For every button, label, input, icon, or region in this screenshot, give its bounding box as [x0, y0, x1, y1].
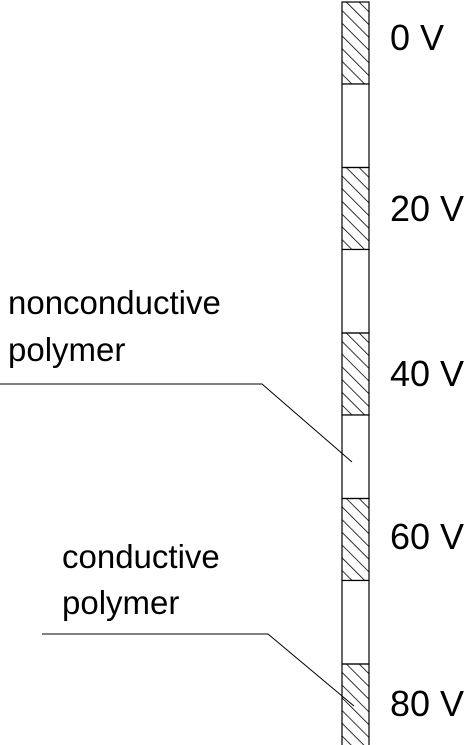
voltage-label-0: 0 V — [390, 17, 444, 58]
conductive-segment — [341, 1, 370, 85]
nonconductive-segment — [341, 248, 370, 334]
conductive-segment — [341, 663, 370, 745]
conductive-label-line1: conductive — [62, 538, 220, 575]
voltage-label-20: 20 V — [390, 188, 464, 229]
conductive-segment — [341, 332, 370, 416]
voltage-label-40: 40 V — [390, 353, 464, 394]
conductive-segment — [341, 497, 370, 582]
nonconductive-segment — [341, 579, 370, 665]
conductive-segment — [341, 166, 370, 251]
nonconductive-segment — [341, 83, 370, 169]
voltage-label-80: 80 V — [390, 683, 464, 724]
voltage-label-60: 60 V — [390, 516, 464, 557]
nonconductive-label-line2: polymer — [8, 331, 125, 368]
conductive-leader-line — [42, 633, 355, 707]
polymer-strip — [341, 1, 370, 745]
nonconductive-leader-line — [0, 383, 353, 463]
conductive-label-line2: polymer — [62, 584, 179, 621]
nonconductive-label-line1: nonconductive — [8, 284, 221, 321]
